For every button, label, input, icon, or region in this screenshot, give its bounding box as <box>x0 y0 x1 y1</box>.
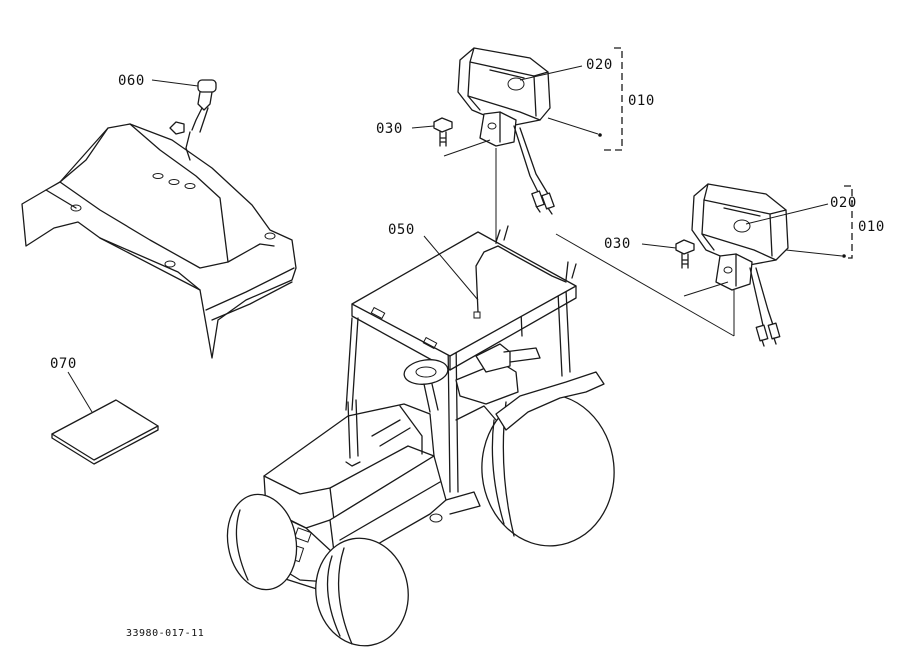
switch-part-060 <box>169 79 217 161</box>
label-010-right: 010 <box>858 219 885 235</box>
label-030-right: 030 <box>604 236 631 252</box>
canopy-shade <box>21 123 297 359</box>
tractor-body <box>226 225 615 647</box>
bolt-030-upper <box>433 117 453 147</box>
label-020-left: 020 <box>586 57 613 73</box>
label-010-left: 010 <box>628 93 655 109</box>
bolt-030-lower <box>675 239 695 269</box>
work-lamp-upper <box>457 47 555 215</box>
label-070: 070 <box>50 356 77 372</box>
label-050: 050 <box>388 222 415 238</box>
work-lamp-lower <box>691 183 789 347</box>
label-060: 060 <box>118 73 145 89</box>
drawing-code: 33980-017-11 <box>126 628 204 639</box>
label-020-right: 020 <box>830 195 857 211</box>
manual-part-070 <box>51 399 159 465</box>
label-030-left: 030 <box>376 121 403 137</box>
